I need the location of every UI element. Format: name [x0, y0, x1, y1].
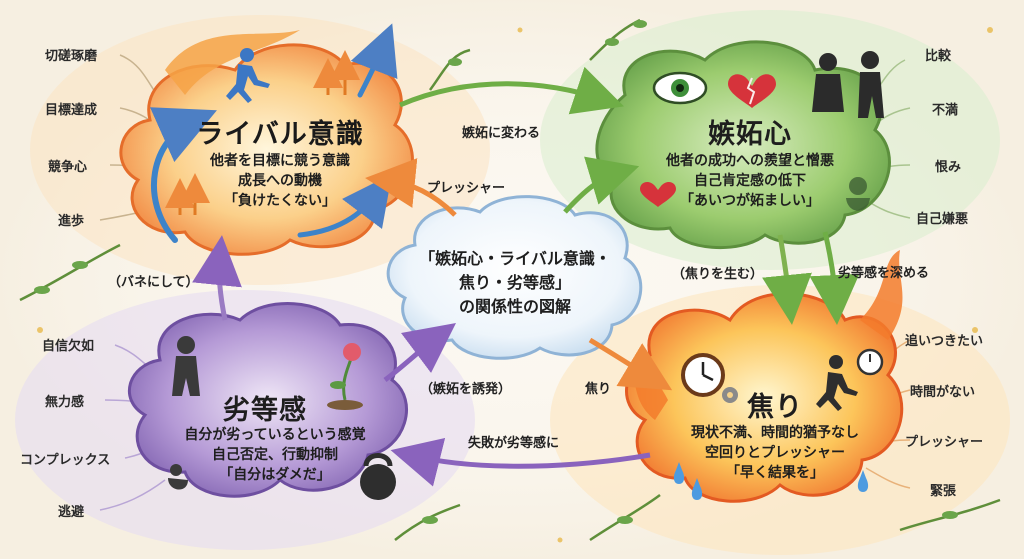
impatience-line-3: 「早く結果を」 [726, 465, 824, 481]
kettlebell-icon [360, 453, 396, 500]
broken-heart-icon [728, 74, 776, 108]
sparkle-dots [37, 27, 993, 543]
center-line-1: 「嫉妬心・ライバル意識・ [419, 249, 611, 268]
edge-label-failure: 失敗が劣等感に [468, 436, 560, 451]
arrow-jealousy-to-impatience-1 [762, 234, 812, 325]
center-line-3: の関係性の図解 [458, 297, 571, 316]
inferiority-line-2: 自己否定、行動抑制 [212, 447, 338, 463]
inferiority-leaf-3: コンプレックス [20, 453, 111, 468]
growth-arrows-icon [165, 50, 360, 215]
inferiority-line-3: 「自分はダメだ」 [219, 467, 331, 483]
inferiority-leaf-4: 逃避 [58, 505, 85, 520]
impatience-line-1: 現状不満、時間的猶予なし [691, 425, 859, 441]
sad-person-icon [172, 336, 200, 396]
decorative-leaves [34, 20, 958, 524]
arrow-inferiority-to-center [383, 322, 456, 382]
rivalry-line-3: 「負けたくない」 [224, 193, 336, 209]
arrow-center-to-jealousy [563, 156, 640, 214]
arrow-rivalry-to-jealousy [399, 66, 624, 115]
running-person-icon [226, 48, 270, 103]
stopwatch-icon [856, 348, 884, 376]
impatience-title: 焦り [747, 392, 803, 423]
jealousy-leaf-3: 恨み [935, 160, 962, 175]
edge-label-spring: （バネにして） [108, 275, 199, 290]
jealousy-title: 嫉妬心 [708, 119, 792, 150]
edge-label-pressure: プレッシャー [427, 181, 506, 196]
jealousy-line-3: 「あいつが妬ましい」 [680, 193, 820, 209]
impatience-line-2: 空回りとプレッシャー [705, 445, 845, 461]
inferiority-title: 劣等感 [223, 395, 307, 426]
jealousy-line-2: 自己肯定感の低下 [694, 173, 806, 189]
flame-accent-right [860, 250, 903, 340]
jealousy-line-1: 他者の成功への羨望と憎悪 [666, 153, 834, 169]
jealousy-leaf-2: 不満 [932, 103, 959, 118]
rivalry-blue-swirl-3 [350, 23, 398, 98]
rivalry-line-1: 他者を目標に競う意識 [210, 153, 350, 169]
impatience-leaf-4: 緊張 [930, 484, 957, 499]
clock-icon [681, 353, 725, 397]
inferiority-line-1: 自分が劣っているという感覚 [184, 427, 366, 443]
inferiority-leaf-2: 無力感 [45, 395, 85, 410]
eye-icon [652, 71, 708, 105]
rivalry-leaf-1: 切磋琢磨 [45, 49, 98, 64]
arrow-center-to-rivalry [365, 158, 457, 217]
arrow-jealousy-to-impatience-2 [809, 231, 860, 325]
impatience-cloud [625, 292, 904, 503]
rivalry-line-2: 成長への動機 [238, 173, 322, 189]
impatience-leaf-2: 時間がない [910, 385, 976, 400]
edge-label-rival-to-jealous: 嫉妬に変わる [462, 126, 541, 141]
sweat-drops-icon [673, 462, 869, 500]
inferiority-cloud [127, 302, 408, 498]
edge-label-deepens: 劣等感を深める [838, 266, 930, 281]
jealousy-leaf-1: 比較 [925, 49, 952, 64]
rivalry-flame-accent [165, 30, 300, 95]
arrow-impatience-to-inferiority [390, 438, 651, 487]
running-late-person-icon [816, 355, 858, 411]
rivalry-leaf-3: 競争心 [48, 160, 88, 175]
edge-label-breeds-impatience: （焦りを生む） [672, 267, 764, 282]
arrow-center-to-impatience [588, 337, 673, 391]
shadow-face-icon [846, 177, 870, 211]
wilted-flower-icon [327, 343, 363, 410]
rivalry-title: ライバル意識 [196, 119, 364, 150]
impatience-leaf-3: プレッシャー [905, 435, 984, 450]
edge-label-impatience: 焦り [585, 382, 612, 397]
gear-icon [722, 387, 738, 403]
silhouette-person-icon [812, 51, 884, 118]
arrow-inferiority-to-rivalry [192, 235, 242, 321]
jealousy-leaf-4: 自己嫌悪 [916, 212, 969, 227]
inferiority-leaf-1: 自信欠如 [42, 339, 95, 354]
center-line-2: 焦り・劣等感」 [458, 273, 571, 292]
rivalry-leaf-2: 目標達成 [45, 103, 98, 118]
crouching-person-icon [168, 464, 188, 490]
rivalry-blue-swirl [149, 107, 217, 243]
impatience-leaf-1: 追いつきたい [905, 334, 984, 349]
edge-label-induce: （嫉妬を誘発） [420, 382, 512, 397]
broken-heart-icon-2 [640, 182, 676, 207]
rivalry-leaf-4: 進歩 [58, 214, 85, 229]
